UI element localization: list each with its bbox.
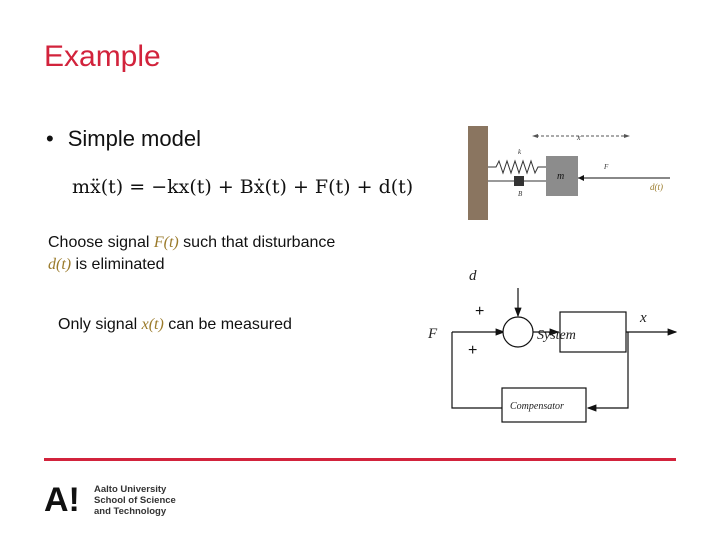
- choose-signal-text: Choose signal F(t) such that disturbance…: [48, 232, 388, 276]
- choose-text-2: such that disturbance: [178, 234, 336, 251]
- label-k: k: [518, 148, 522, 156]
- compensator-block: [501, 387, 587, 423]
- feedback-line-left: [451, 332, 502, 409]
- bullet-item: • Simple model: [46, 126, 201, 152]
- symbol-x: x(t): [141, 316, 164, 333]
- x-arrow-head-right: [624, 134, 630, 138]
- aalto-logo-icon: A!: [44, 481, 80, 519]
- equation: mẍ(t) = −kx(t) + Bẋ(t) + F(t) + d(t): [72, 176, 414, 198]
- mass-spring-figure: x k m F B d(t): [468, 126, 670, 220]
- logo-line-1: Aalto University: [94, 484, 167, 495]
- bullet-dot: •: [46, 126, 54, 151]
- output-label: x: [639, 310, 647, 326]
- label-x: x: [576, 133, 581, 142]
- only-signal-text: Only signal x(t) can be measured: [58, 316, 292, 334]
- label-B: B: [518, 190, 523, 198]
- only-text-2: can be measured: [163, 316, 292, 333]
- label-F: F: [603, 163, 609, 171]
- plus-top: +: [475, 303, 484, 320]
- choose-text-1: Choose signal: [48, 234, 154, 251]
- spring: [488, 159, 546, 175]
- choose-text-3: is eliminated: [71, 256, 165, 273]
- summing-junction: [502, 316, 534, 348]
- symbol-d: d(t): [48, 256, 72, 273]
- label-d: d(t): [650, 182, 663, 192]
- disturbance-arrow-head: [578, 175, 584, 181]
- page-title: Example: [44, 40, 161, 73]
- input-label: F: [427, 326, 438, 342]
- only-text-1: Only signal: [58, 316, 142, 333]
- compensator-label: Compensator: [510, 401, 564, 412]
- wall: [468, 126, 488, 220]
- aalto-logo-text: Aalto University School of Science and T…: [94, 484, 176, 517]
- damper-piston: [514, 176, 524, 186]
- logo-line-3: and Technology: [94, 506, 167, 517]
- system-label: System: [537, 328, 576, 343]
- block-diagram: F d + + System x Compensator: [427, 268, 678, 423]
- x-arrow-head-left: [532, 134, 538, 138]
- bullet-text: Simple model: [67, 126, 201, 151]
- plus-bottom: +: [468, 342, 477, 359]
- footer-divider: [44, 458, 676, 461]
- symbol-F: F(t): [153, 234, 179, 251]
- label-m: m: [557, 171, 564, 182]
- mass-block: [546, 156, 578, 196]
- disturbance-label: d: [469, 268, 477, 284]
- feedback-line-right: [586, 332, 629, 412]
- logo-line-2: School of Science: [94, 495, 176, 506]
